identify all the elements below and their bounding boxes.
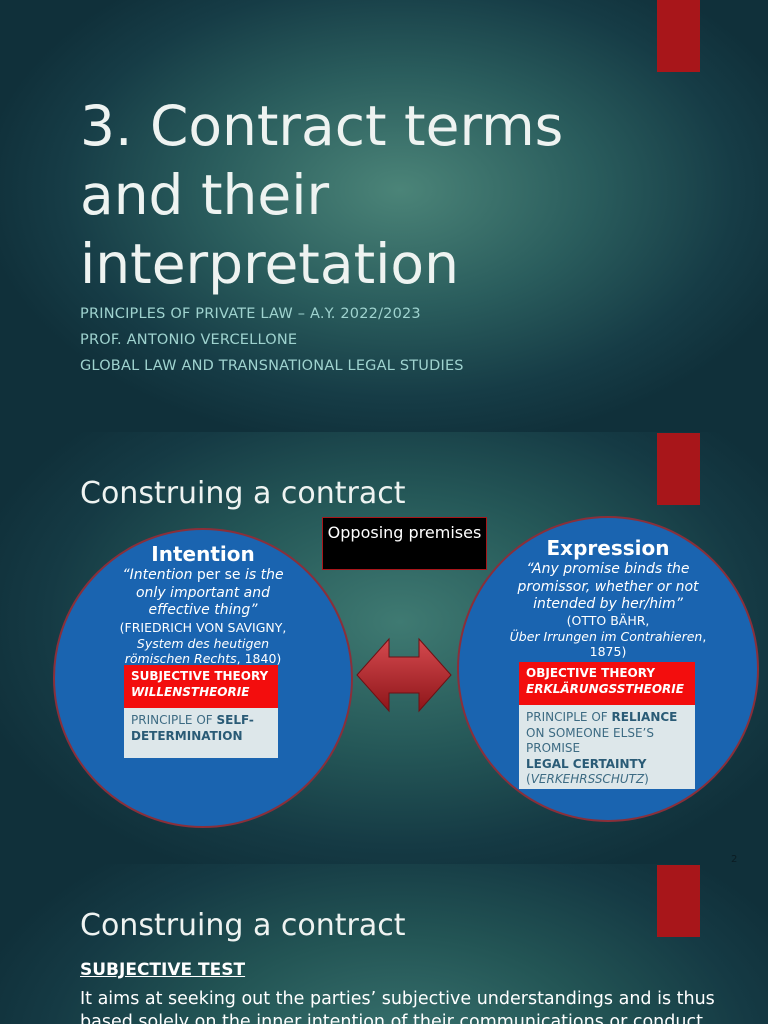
program-subtitle: GLOBAL LAW AND TRANSNATIONAL LEGAL STUDI… — [80, 358, 464, 374]
expression-quote: “Any promise binds the promissor, whethe… — [517, 561, 699, 612]
slide-heading: Construing a contract — [80, 908, 406, 943]
title-slide: 3. Contract terms and their interpretati… — [0, 0, 768, 432]
reliance-box: PRINCIPLE OF RELIANCE ON SOMEONE ELSE’S … — [519, 705, 695, 789]
self-determination-box: PRINCIPLE OF SELF-DETERMINATION — [124, 708, 278, 758]
accent-bar — [657, 0, 700, 72]
accent-bar — [657, 433, 700, 505]
construing-slide: Construing a contract Opposing premises … — [0, 432, 768, 864]
subjective-test-body: It aims at seeking out the parties’ subj… — [80, 989, 715, 1024]
page-number: 2 — [731, 854, 738, 864]
subjective-test-label: SUBJECTIVE TEST — [80, 960, 246, 980]
subjective-test-slide: Construing a contract SUBJECTIVE TEST It… — [0, 864, 768, 1024]
objective-theory-box: OBJECTIVE THEORY ERKLÄRUNGSSTHEORIE — [519, 662, 695, 705]
course-subtitle: PRINCIPLES OF PRIVATE LAW – A.Y. 2022/20… — [80, 306, 421, 322]
subjective-theory-box: SUBJECTIVE THEORY WILLENSTHEORIE — [124, 665, 278, 708]
slide-heading: Construing a contract — [80, 476, 406, 511]
slide-title: 3. Contract terms and their interpretati… — [80, 94, 564, 296]
accent-bar — [657, 865, 700, 937]
intention-circle — [53, 528, 353, 828]
professor-subtitle: PROF. ANTONIO VERCELLONE — [80, 332, 298, 348]
intention-citation: (FRIEDRICH VON SAVIGNY, System des heuti… — [119, 620, 287, 666]
double-arrow-icon — [356, 637, 452, 713]
intention-quote: “Intention per se is the only important … — [122, 567, 284, 618]
intention-title: Intention — [151, 542, 255, 566]
expression-title: Expression — [546, 536, 670, 560]
expression-citation: (OTTO BÄHR, Über Irrungen im Contrahiere… — [509, 613, 707, 659]
opposing-premises-box: Opposing premises — [322, 517, 487, 570]
